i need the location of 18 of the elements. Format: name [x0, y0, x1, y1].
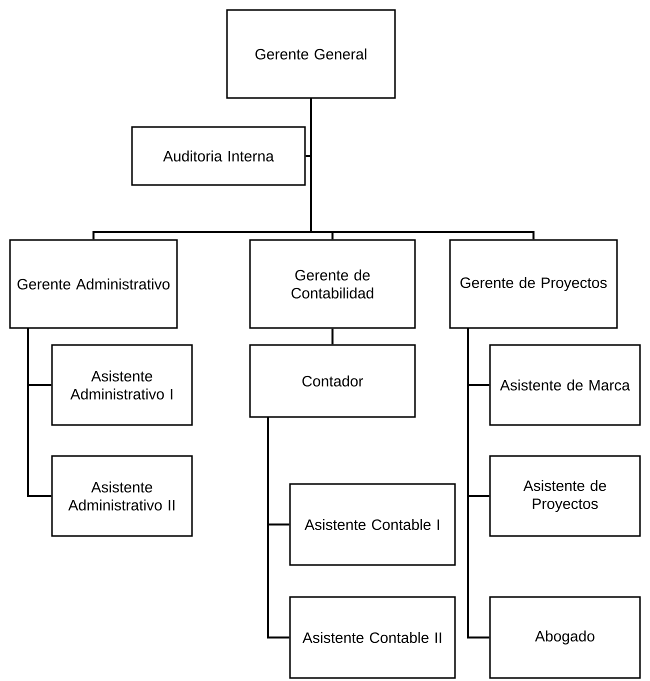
org-box: Gerente de Proyectos	[449, 239, 618, 329]
connector-line	[332, 328, 334, 344]
org-box: Abogado	[489, 596, 641, 679]
org-box: Auditoria Interna	[131, 126, 306, 186]
connector-line	[310, 98, 534, 240]
org-box: Asistente Contable II	[289, 596, 456, 679]
org-box: Gerente de Contabilidad	[249, 239, 416, 329]
org-box: Asistente Administrativo I	[51, 344, 193, 426]
org-box: Contador	[249, 344, 416, 418]
org-box: Gerente Administrativo	[9, 239, 178, 329]
connector-line	[27, 328, 52, 497]
org-box: Asistente Administrativo II	[51, 455, 193, 537]
connector-line	[267, 417, 290, 638]
org-box: Asistente de Marca	[489, 344, 641, 426]
org-box: Asistente Contable I	[289, 483, 456, 566]
org-box: Asistente de Proyectos	[489, 455, 641, 537]
org-box: Gerente General	[226, 9, 396, 99]
connector-line	[467, 328, 490, 638]
